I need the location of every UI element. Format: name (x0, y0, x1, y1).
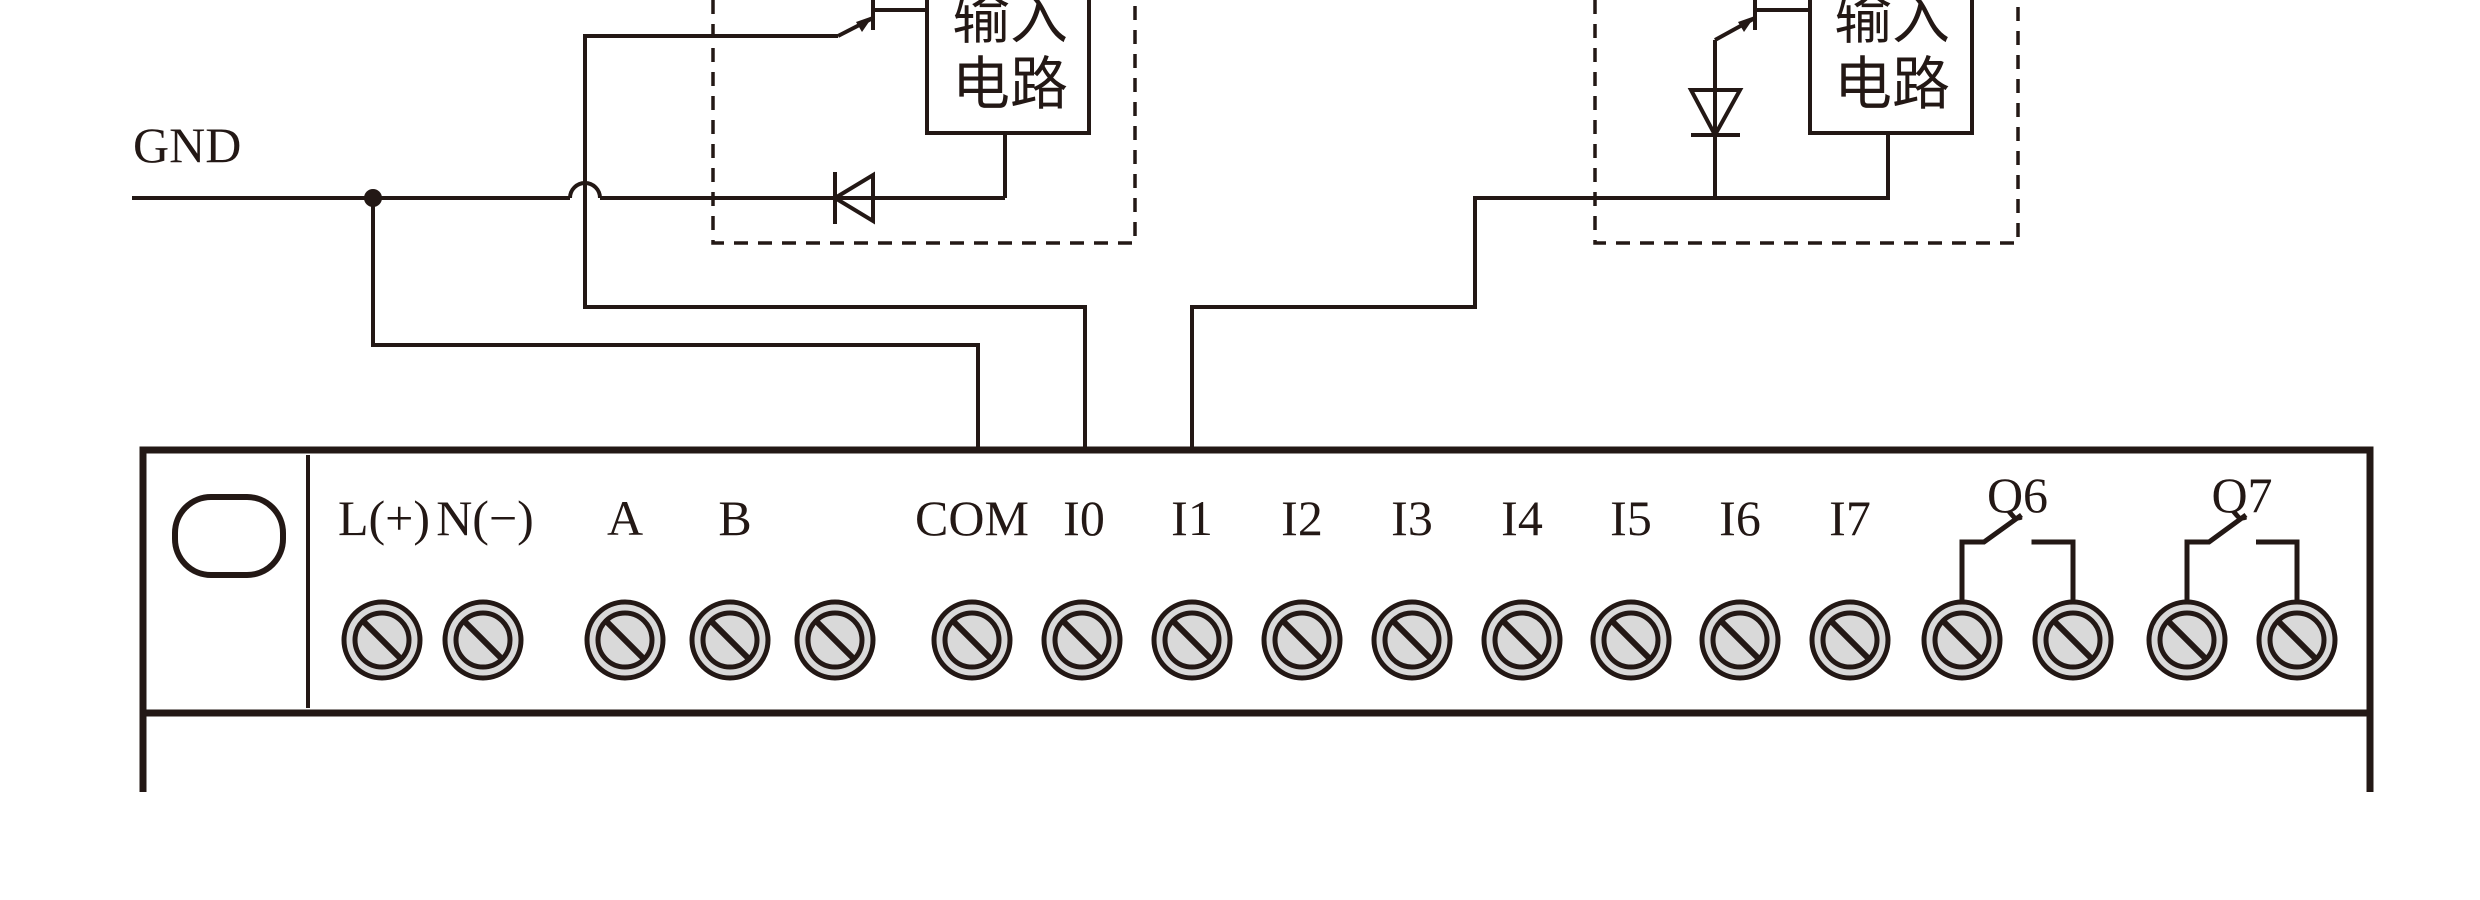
gnd-label: GND (133, 117, 241, 173)
terminal-block (139, 446, 2374, 792)
terminal-screw-icon[interactable] (1261, 599, 1343, 681)
wire-left-sensor-to-i0 (583, 34, 1087, 450)
terminal-label: L(+) (338, 490, 430, 546)
terminal-screw-icon[interactable] (442, 599, 524, 681)
terminal-label: COM (915, 490, 1029, 546)
relay-label: Q6 (1987, 467, 2048, 523)
left-sensor-module: 输入 电路 (711, 0, 1137, 245)
terminal-label: I2 (1281, 490, 1323, 546)
relay-contact-icon: Q7 (2184, 467, 2300, 602)
wire-gnd-to-com (371, 198, 980, 450)
terminal-screw-icon[interactable] (584, 599, 666, 681)
terminal-screw-icon[interactable] (1590, 599, 1672, 681)
terminal-label: I0 (1063, 490, 1105, 546)
transistor-icon (837, 0, 927, 38)
terminal-label: I1 (1171, 490, 1213, 546)
relay-label: Q7 (2211, 467, 2272, 523)
wire-right-sensor-to-i1 (1190, 133, 1890, 450)
left-input-circuit-box (925, 0, 1091, 135)
terminal-screw-icon[interactable] (2146, 599, 2228, 681)
terminal-screw-icon[interactable] (1371, 599, 1453, 681)
terminal-screw-icon[interactable] (1809, 599, 1891, 681)
terminal-screw-icon[interactable] (931, 599, 1013, 681)
relay-contact-icon: Q6 (1959, 467, 2076, 602)
terminal-screw-icon[interactable] (2032, 599, 2114, 681)
terminal-screw-icon[interactable] (1921, 599, 2003, 681)
terminal-label: A (607, 490, 643, 546)
terminal-screw-icon[interactable] (794, 599, 876, 681)
terminal-label: I5 (1610, 490, 1652, 546)
right-input-circuit-box (1808, 0, 1974, 135)
terminal-label: B (718, 490, 751, 546)
diode-icon (831, 171, 875, 225)
terminal-label: I3 (1391, 490, 1433, 546)
terminal-label: I7 (1829, 490, 1871, 546)
transistor-icon (1714, 0, 1810, 42)
terminal-screw-icon[interactable] (689, 599, 771, 681)
right-circuit-line1: 输入 (1834, 0, 1950, 52)
terminal-block-body (139, 446, 2374, 717)
right-circuit-line2: 电路 (1834, 50, 1950, 118)
terminal-screw-icon[interactable] (1481, 599, 1563, 681)
terminal-screw-icon[interactable] (2256, 599, 2338, 681)
left-circuit-line1: 输入 (952, 0, 1068, 52)
terminal-screw-icon[interactable] (1041, 599, 1123, 681)
terminal-label: N(−) (436, 490, 534, 546)
terminal-labels: L(+)N(−) A B COM I0 I1 I2 I3 I4 I5 I6 I7 (338, 490, 1871, 546)
diode-icon (1687, 40, 1744, 198)
terminal-label: I6 (1719, 490, 1761, 546)
terminal-screws (341, 599, 2338, 681)
power-led-icon (172, 494, 286, 578)
left-circuit-line2: 电路 (952, 50, 1068, 118)
terminal-screw-icon[interactable] (341, 599, 423, 681)
right-sensor-module: 输入 电路 (1593, 0, 2020, 245)
terminal-screw-icon[interactable] (1151, 599, 1233, 681)
terminal-screw-icon[interactable] (1699, 599, 1781, 681)
terminal-label: I4 (1501, 490, 1543, 546)
relay-outputs: Q6 Q7 (1959, 467, 2300, 602)
